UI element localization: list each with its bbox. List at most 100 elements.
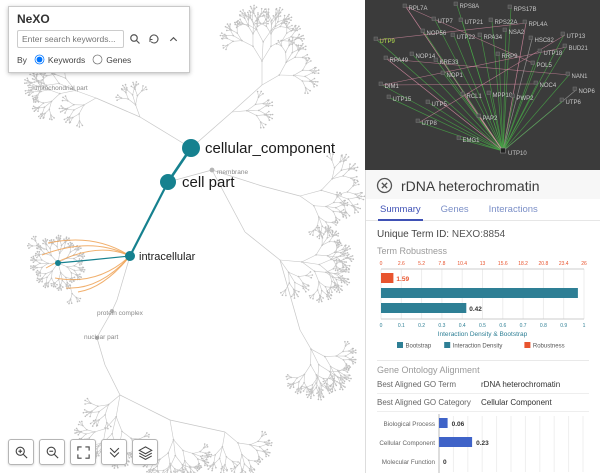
tree-node[interactable] [352, 347, 355, 350]
network-node[interactable] [433, 57, 438, 62]
tree-node[interactable] [313, 86, 315, 88]
tree-node[interactable] [253, 4, 255, 7]
tree-node[interactable] [328, 234, 331, 237]
tree-node[interactable] [242, 9, 244, 11]
tree-node[interactable] [61, 99, 64, 102]
tree-node[interactable] [346, 283, 349, 286]
network-node-label[interactable]: HSC82 [535, 38, 555, 44]
tree-node[interactable] [256, 90, 259, 93]
network-node[interactable] [477, 32, 482, 37]
reset-search-button[interactable] [146, 31, 162, 47]
tree-node[interactable] [80, 247, 82, 249]
tree-node[interactable] [46, 239, 49, 241]
tree-node[interactable] [39, 117, 42, 120]
tree-node[interactable] [215, 466, 217, 469]
tree-node[interactable] [354, 349, 357, 352]
tree-node[interactable] [142, 85, 144, 87]
tree-node[interactable] [120, 88, 123, 90]
tree-node[interactable] [36, 250, 39, 253]
tree-node[interactable] [322, 389, 324, 391]
tree-node[interactable] [146, 432, 148, 434]
tree-node[interactable] [363, 195, 365, 198]
tree-node[interactable] [359, 207, 362, 210]
tree-node[interactable] [203, 460, 205, 463]
tree-node[interactable] [262, 126, 265, 129]
tree-node[interactable] [322, 297, 325, 299]
tree-node[interactable] [65, 236, 68, 238]
tree-node[interactable] [98, 454, 100, 457]
tree-node[interactable] [135, 81, 138, 83]
tree-node[interactable] [285, 375, 288, 378]
network-node[interactable] [383, 55, 388, 60]
network-node[interactable] [562, 43, 567, 48]
tree-node[interactable] [31, 237, 33, 240]
tree-node[interactable] [28, 86, 30, 89]
tree-node[interactable] [285, 294, 287, 297]
tree-node[interactable] [268, 99, 270, 101]
tree-node[interactable] [348, 364, 350, 367]
tree-node[interactable] [329, 226, 332, 229]
tree-node[interactable] [299, 391, 302, 394]
tree-node[interactable] [267, 22, 269, 25]
tree-node[interactable] [265, 433, 267, 436]
tree-node[interactable] [346, 340, 349, 343]
tree-node[interactable] [347, 156, 350, 158]
tree-node[interactable] [358, 183, 360, 186]
network-node[interactable] [425, 99, 430, 104]
tree-node[interactable] [37, 101, 40, 103]
tree-node[interactable] [305, 57, 307, 60]
tree-node[interactable] [63, 118, 66, 121]
tree-node[interactable] [36, 256, 38, 259]
tree-node[interactable] [337, 235, 339, 237]
tree-node[interactable] [77, 433, 80, 436]
tree-node[interactable] [196, 469, 199, 472]
tree-node[interactable] [316, 84, 318, 87]
tree-node[interactable] [270, 444, 273, 447]
tree-node[interactable] [52, 239, 55, 241]
tree-node[interactable] [83, 269, 86, 271]
tree-node[interactable] [300, 385, 303, 388]
tree-node[interactable] [226, 29, 228, 32]
tree-node[interactable] [305, 290, 307, 293]
tree-node[interactable] [50, 239, 53, 241]
collapse-panel-button[interactable] [165, 31, 181, 47]
tree-node[interactable] [324, 226, 327, 228]
network-node-label[interactable]: DIM1 [385, 84, 400, 90]
tree-node[interactable] [331, 388, 334, 390]
tree-node[interactable] [30, 259, 32, 261]
tree-node[interactable] [348, 342, 350, 345]
tree-node[interactable] [271, 117, 274, 120]
tree-node[interactable] [35, 271, 38, 273]
tree-node[interactable] [91, 425, 94, 427]
tree-node[interactable] [306, 396, 309, 399]
tree-node[interactable] [79, 264, 81, 266]
tree-node[interactable] [362, 198, 365, 201]
network-node-label[interactable]: NOP1 [447, 73, 464, 79]
network-node[interactable] [378, 81, 383, 86]
tree-node[interactable] [353, 179, 356, 181]
tree-node[interactable] [206, 444, 208, 446]
tree-node[interactable] [239, 18, 241, 21]
tree-node[interactable] [204, 464, 206, 467]
tree-node[interactable] [308, 295, 311, 297]
network-node-label[interactable]: NAN1 [572, 74, 589, 80]
tree-node[interactable] [238, 14, 241, 16]
tree-node[interactable] [36, 247, 38, 249]
tree-node[interactable] [37, 110, 39, 112]
tree-node[interactable] [124, 83, 127, 86]
tree-node[interactable] [200, 466, 203, 469]
tree-node[interactable] [314, 229, 317, 231]
tree-node[interactable] [341, 154, 343, 156]
tree-node[interactable] [337, 232, 340, 235]
tree-node[interactable] [34, 254, 37, 257]
tree-node[interactable] [42, 285, 45, 288]
tree-node[interactable] [81, 124, 84, 127]
tree-node[interactable] [346, 252, 349, 254]
tree-node[interactable] [54, 285, 57, 288]
tree-node[interactable] [318, 301, 320, 303]
tree-node[interactable] [347, 278, 350, 281]
tree-node[interactable] [339, 242, 342, 245]
tree-node[interactable] [331, 231, 334, 233]
tree-node[interactable] [355, 169, 358, 172]
tree-node[interactable] [336, 239, 339, 242]
